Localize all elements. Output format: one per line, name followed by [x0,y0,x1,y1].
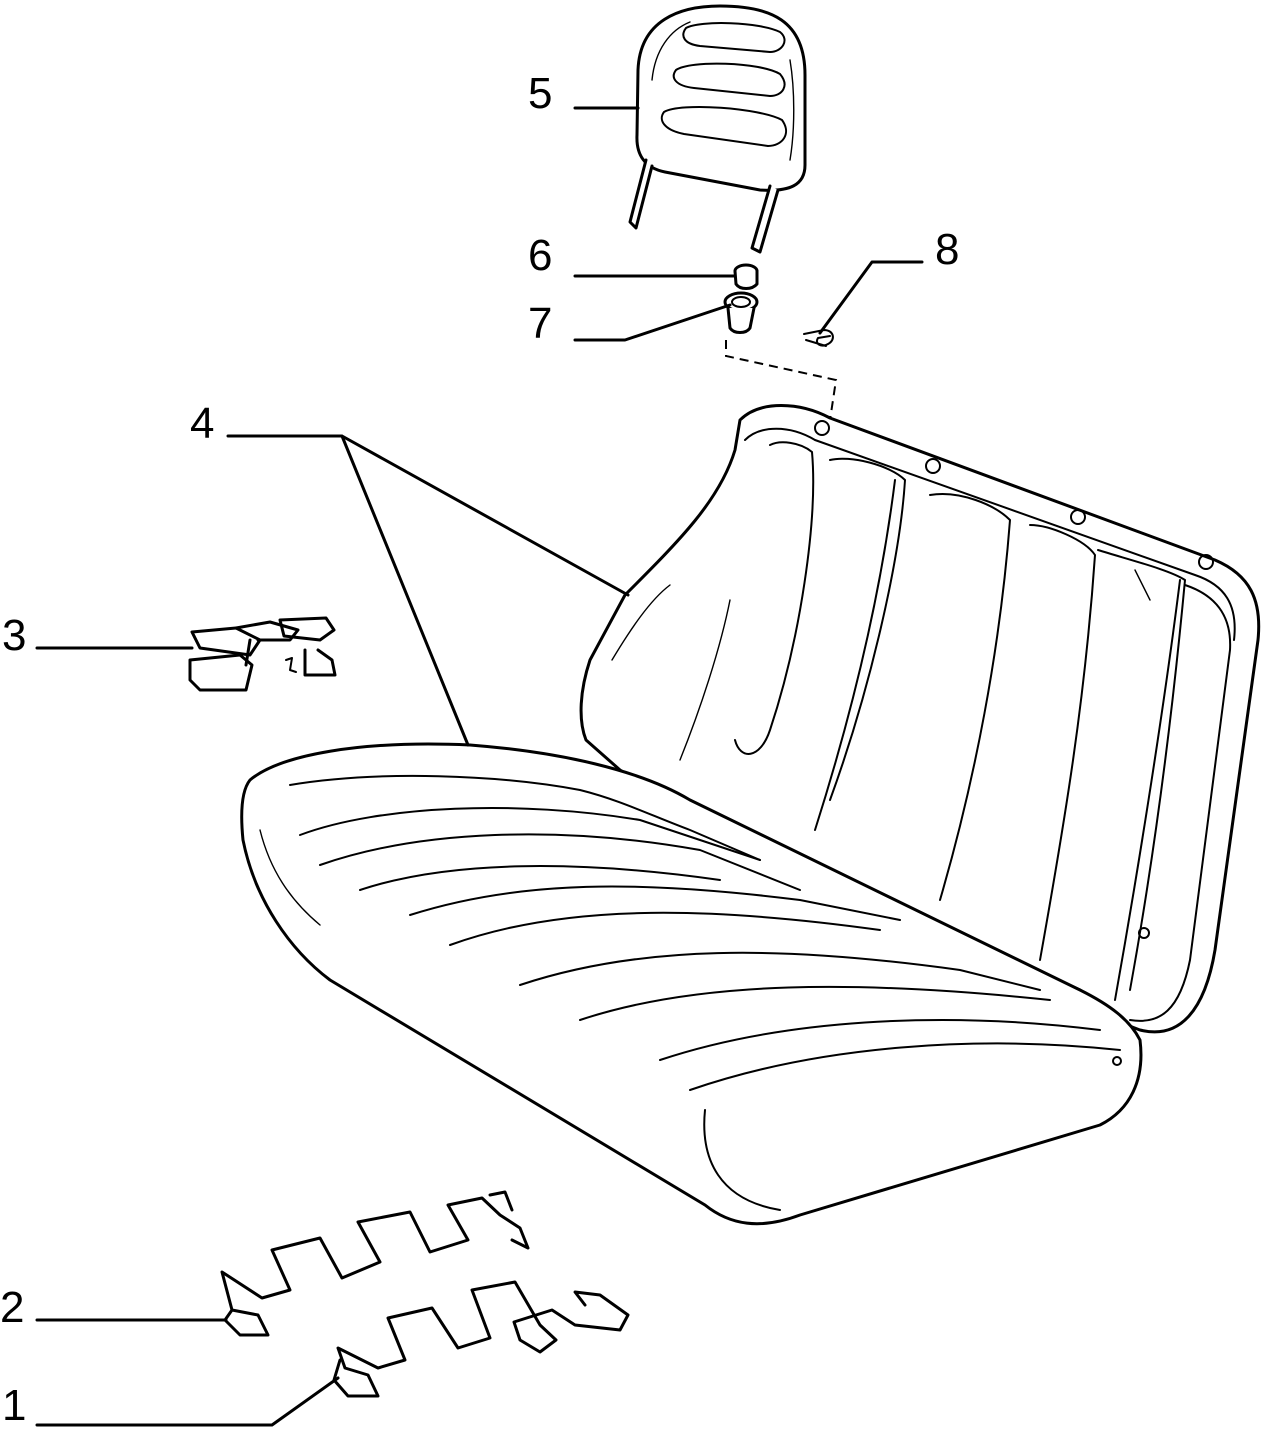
headrest [628,4,807,254]
seat-cushion [240,742,1143,1226]
guide-sleeve-7 [723,291,759,334]
callout-3: 3 [2,611,27,660]
guide-bushing-6 [733,263,759,290]
callout-7: 7 [528,299,553,348]
callout-8: 8 [935,225,960,274]
callout-1: 1 [2,1381,27,1430]
clip-set-3 [188,616,337,692]
assembly-dashed-line [725,340,838,421]
leader-line-4 [226,434,630,747]
clip-8 [803,329,834,347]
leader-line-8 [818,260,924,335]
callout-6: 6 [528,231,553,280]
leader-line-7 [573,303,732,342]
spring-2 [220,1190,530,1337]
callout-5: 5 [528,69,553,118]
seat-backrest [579,404,1261,1034]
callout-4: 4 [190,399,215,448]
spring-1 [332,1280,630,1398]
callout-2: 2 [0,1283,25,1332]
leader-line-1 [35,1376,340,1427]
